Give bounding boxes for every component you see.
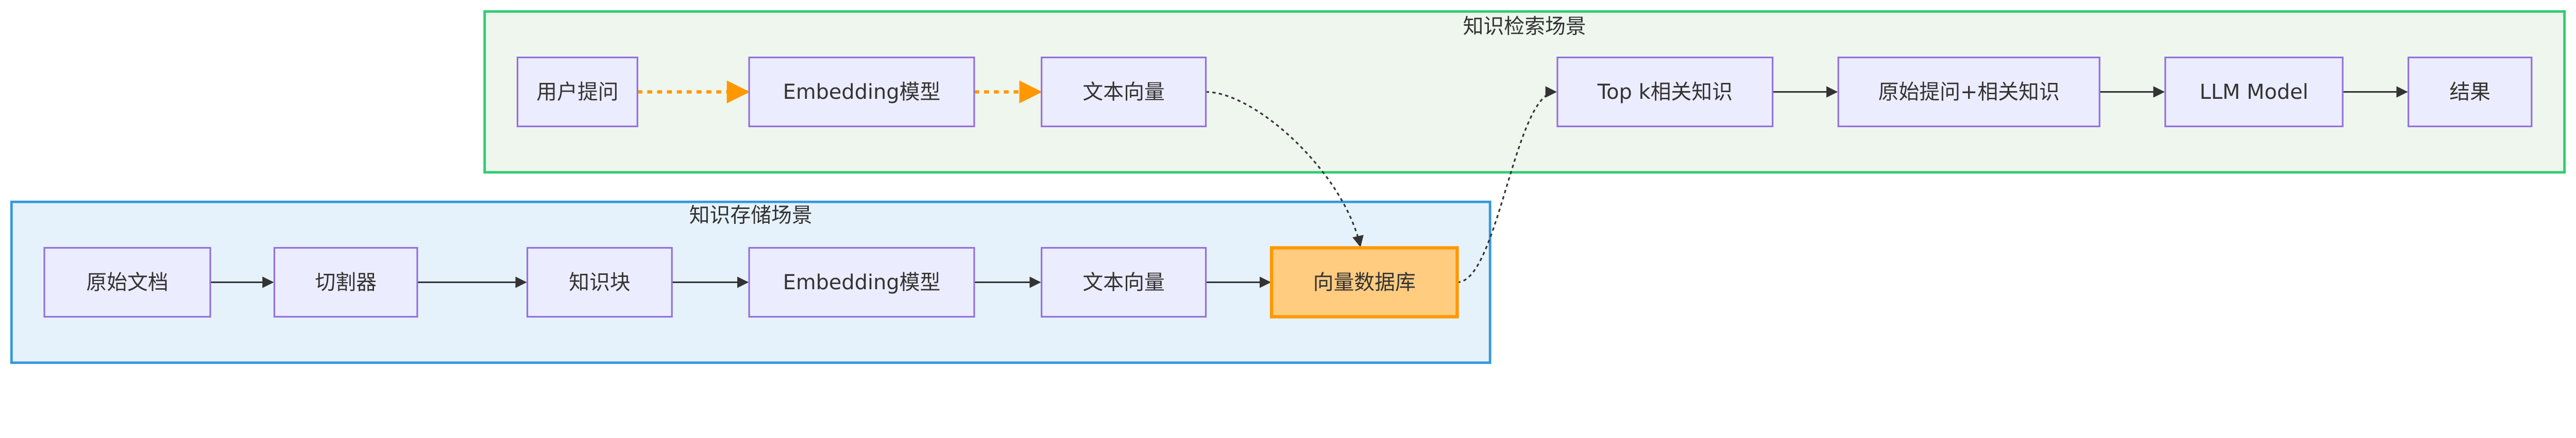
node-box[interactable] [1837,57,2100,128]
node-q2[interactable]: Embedding模型 [748,57,975,128]
node-box[interactable] [526,247,673,318]
node-r2[interactable]: 原始提问+相关知识 [1837,57,2100,128]
node-box[interactable] [516,57,638,128]
node-db[interactable]: 向量数据库 [1269,246,1459,319]
node-q1[interactable]: 用户提问 [516,57,638,128]
node-box[interactable] [1269,246,1459,319]
edges [210,80,2408,288]
node-label: 用户提问 [536,80,618,104]
node-s2[interactable]: 切割器 [273,247,418,318]
node-s3[interactable]: 知识块 [526,247,673,318]
node-s5[interactable]: 文本向量 [1041,247,1207,318]
group-title-storage: 知识存储场景 [689,203,812,227]
node-box[interactable] [2408,57,2533,128]
node-label: 切割器 [315,271,377,294]
node-label: Embedding模型 [783,80,941,104]
node-label: 文本向量 [1082,271,1164,294]
edge-q3-to-db [1206,91,1364,248]
node-label: 知识块 [569,271,631,294]
node-box[interactable] [1556,57,1774,128]
group-title-retrieval: 知识检索场景 [1463,15,1586,39]
node-r1[interactable]: Top k相关知识 [1556,57,1774,128]
node-label: 原始文档 [86,271,168,294]
node-box[interactable] [1041,247,1207,318]
node-label: 原始提问+相关知识 [1878,80,2060,104]
node-box[interactable] [748,247,975,318]
node-q3[interactable]: 文本向量 [1041,57,1207,128]
node-box[interactable] [748,57,975,128]
node-label: 向量数据库 [1313,271,1416,294]
node-label: 结果 [2449,80,2490,104]
node-s1[interactable]: 原始文档 [43,247,211,318]
node-label: Top k相关知识 [1597,80,1733,104]
node-box[interactable] [1041,57,1207,128]
node-label: Embedding模型 [783,271,941,294]
node-label: 文本向量 [1082,80,1164,104]
node-r3[interactable]: LLM Model [2164,57,2344,128]
node-label: LLM Model [2199,80,2308,104]
node-box[interactable] [43,247,211,318]
node-s4[interactable]: Embedding模型 [748,247,975,318]
node-box[interactable] [273,247,418,318]
node-box[interactable] [2164,57,2344,128]
node-r4[interactable]: 结果 [2408,57,2533,128]
